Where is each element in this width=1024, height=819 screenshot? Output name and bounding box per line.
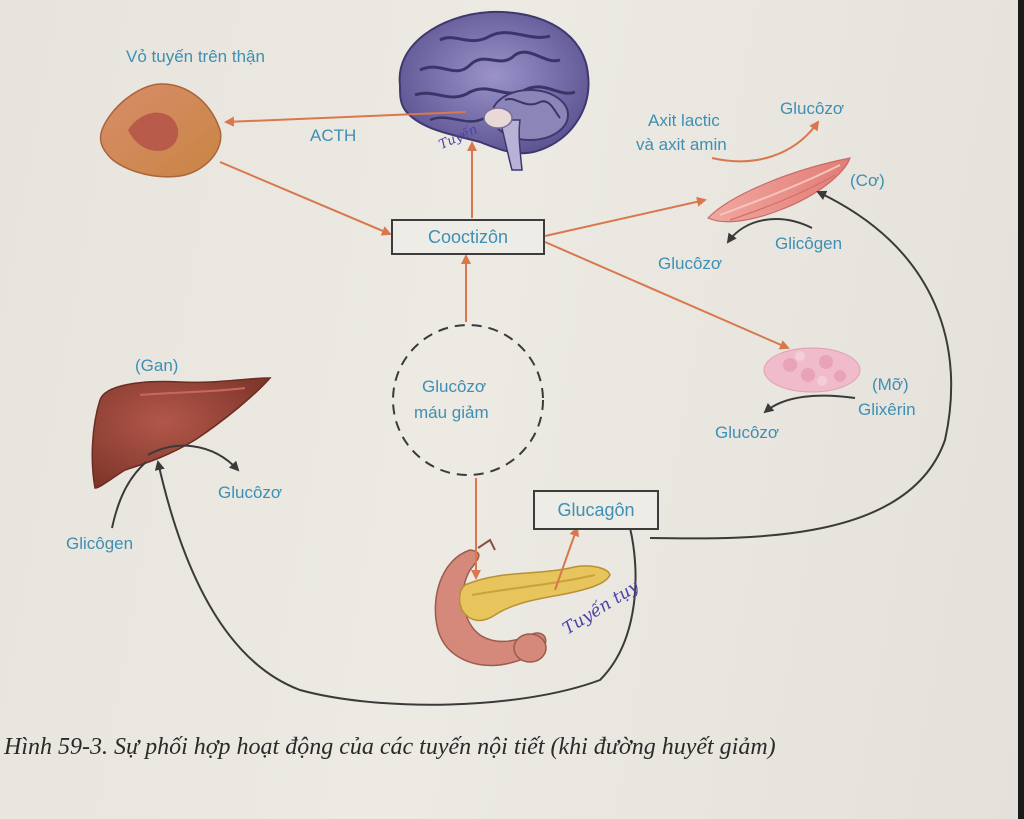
cortisone-box: Cooctizôn (391, 219, 545, 255)
fat-tissue-icon (763, 347, 861, 393)
acth-label: ACTH (310, 126, 357, 145)
glycerin-label: Glixêrin (858, 400, 916, 419)
muscle-label: (Cơ) (850, 171, 885, 190)
glucagon-to-liver-curve (154, 460, 637, 706)
cortisone-to-fat-arrow (544, 241, 790, 350)
fat-glucose-label: Glucôzơ (715, 423, 780, 442)
liver-label: (Gan) (135, 356, 179, 375)
blood-glucose-label-line2: máu giảm (414, 403, 489, 422)
glycerin-arrow (763, 394, 856, 414)
pancreas-icon (434, 538, 611, 667)
liver-glycogen-line (111, 461, 147, 529)
adrenal-gland-icon (99, 83, 222, 178)
adrenal-cortex-label: Vỏ tuyến trên thận (126, 47, 265, 66)
glucagon-to-muscle-curve (649, 190, 953, 540)
muscle-glycogen-label: Glicôgen (775, 234, 843, 253)
pancreas-to-glucagon-arrow (554, 526, 580, 591)
muscle-glycogen-arrow (726, 218, 813, 244)
muscle-icon (706, 157, 851, 223)
liver-glucose-arrow (147, 444, 240, 472)
liver-glucose-label: Glucôzơ (218, 483, 283, 502)
cortisone-to-muscle-arrow (544, 196, 707, 237)
liver-glycogen-label: Glicôgen (66, 534, 134, 553)
blood-glucose-label-line1: Glucôzơ (422, 377, 487, 396)
brain-icon (398, 10, 590, 171)
muscle-glucose-top-label: Glucôzơ (780, 99, 845, 118)
lactic-acid-label: Axit lactic (648, 111, 720, 130)
lactic-to-glucose-arrow (711, 120, 820, 163)
amino-acid-label: và axit amin (636, 135, 727, 154)
figure-caption: Hình 59-3. Sự phối hợp hoạt động của các… (4, 734, 776, 760)
fat-label: (Mỡ) (872, 375, 909, 394)
adrenal-to-cortisone-arrow (219, 161, 392, 236)
liver-icon (91, 377, 272, 489)
muscle-glucose-bottom-label: Glucôzơ (658, 254, 723, 273)
acth-arrow (224, 111, 467, 127)
blood-glucose-circle (392, 324, 544, 476)
glucagon-box: Glucagôn (533, 490, 659, 530)
